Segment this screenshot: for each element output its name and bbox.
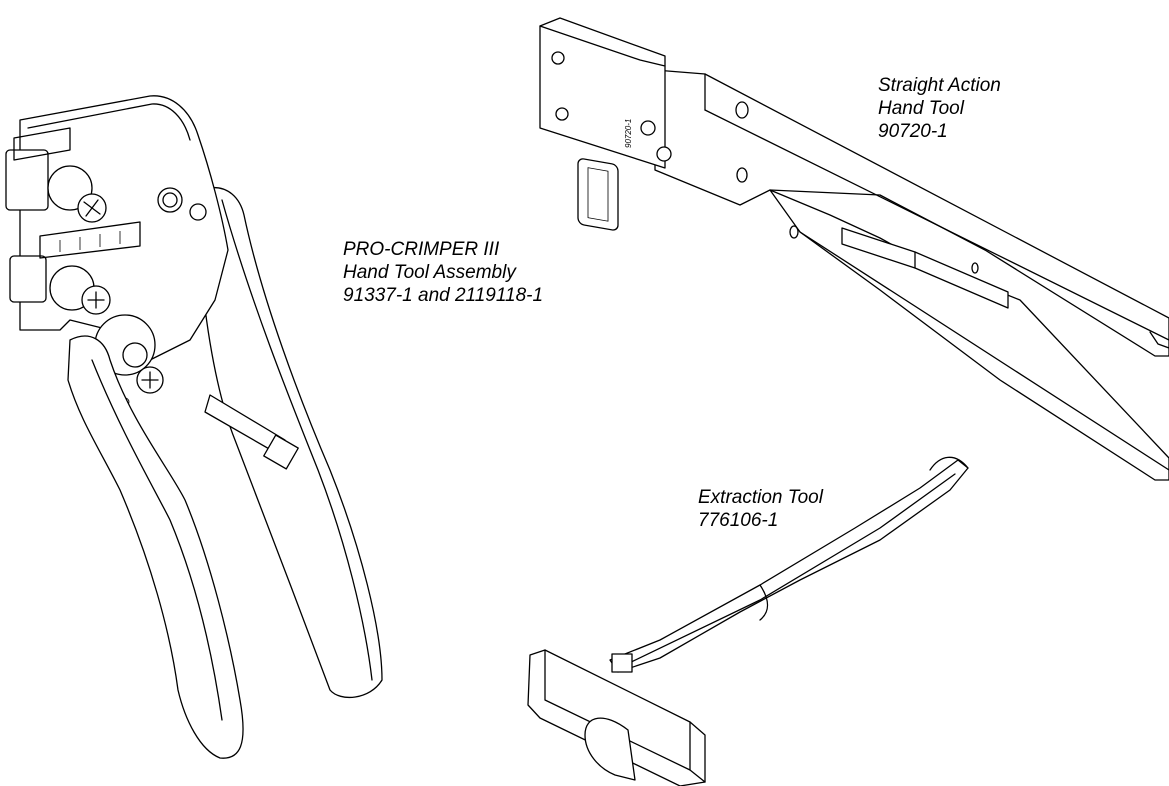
extraction-tool-label-line2: 776106-1 [698,510,779,531]
straight-action-hand-tool: 90720-1 [539,17,1169,481]
extraction-tool-label-line1: Extraction Tool [698,487,823,508]
extraction-tool-label: Extraction Tool 776106-1 [698,486,823,532]
straight-tool-label-line2: Hand Tool [878,98,964,119]
straight-die-opening [577,158,619,231]
extraction-tool-handle [527,649,706,786]
crimper-label-line2: Hand Tool Assembly [343,262,516,283]
extraction-tool-shaft [609,459,969,673]
straight-lower-handle [769,189,1169,481]
straight-upper-handle [654,69,1169,357]
crimper-label: PRO-CRIMPER III Hand Tool Assembly 91337… [343,238,543,307]
straight-tool-label: Straight Action Hand Tool 90720-1 [878,74,1001,143]
straight-tool-label-line3: 90720-1 [878,121,948,142]
die-engraving: 90720-1 [624,119,633,148]
crimper-label-line1: PRO-CRIMPER III [343,239,500,260]
extraction-tool [527,456,969,786]
straight-tool-label-line1: Straight Action [878,75,1001,96]
crimper-label-line3: 91337-1 and 2119118-1 [343,285,544,306]
crimper-front-handle [67,335,244,759]
crimper-die-set [5,127,141,315]
straight-die-head [539,25,666,169]
straight-handle-hole [735,101,749,119]
pro-crimper-hand-tool [5,95,383,759]
